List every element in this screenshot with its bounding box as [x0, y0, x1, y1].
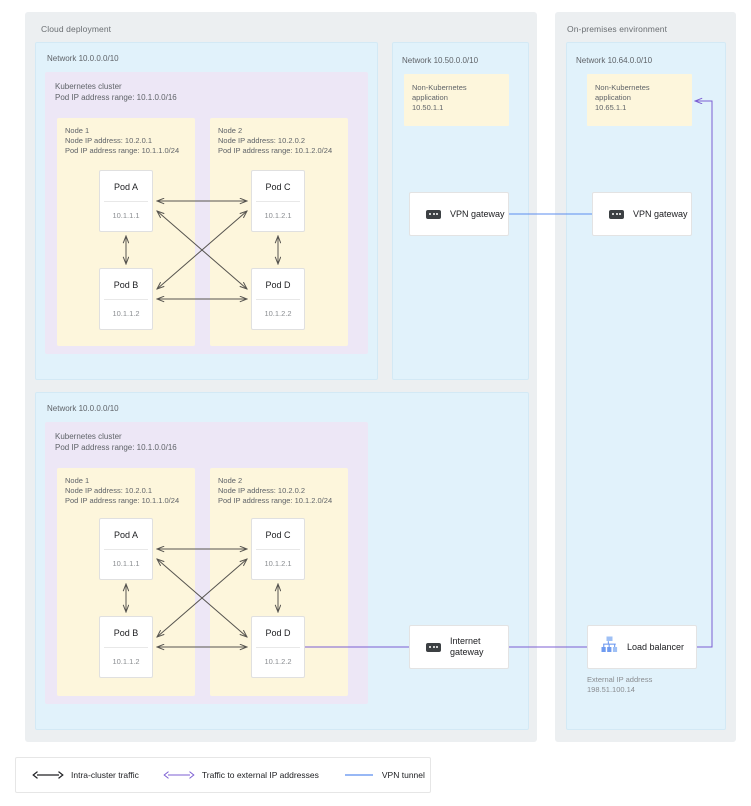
pod-c-ip: 10.1.2.1 — [264, 211, 292, 220]
pod-divider — [256, 299, 300, 300]
load-balancer-external-ip: External IP address 198.51.100.14 — [587, 675, 652, 695]
internet-gateway-label-line1: Internet — [450, 636, 481, 646]
cluster-title: Kubernetes cluster — [55, 82, 122, 91]
internet-gateway-icon — [426, 642, 441, 652]
pod-divider — [104, 299, 148, 300]
pod-c-title: Pod C — [265, 182, 291, 192]
app-line-1: Non-Kubernetes — [595, 83, 650, 92]
pod-a-top[interactable]: Pod A 10.1.1.1 — [99, 170, 153, 232]
pod-b-title: Pod B — [113, 280, 139, 290]
pod-divider — [104, 549, 148, 550]
external-ip-label: External IP address — [587, 675, 653, 684]
legend-item-vpn-tunnel: VPN tunnel — [343, 770, 425, 780]
node-2-pod-range: Pod IP address range: 10.1.2.0/24 — [218, 496, 333, 505]
pod-d-bottom[interactable]: Pod D 10.1.2.2 — [251, 616, 305, 678]
node-1-pod-range: Pod IP address range: 10.1.1.0/24 — [65, 496, 180, 505]
pod-d-ip: 10.1.2.2 — [264, 657, 292, 666]
node-1-ip: Node IP address: 10.2.0.1 — [65, 136, 153, 145]
node-1-label-top: Node 1 Node IP address: 10.2.0.1 Pod IP … — [65, 126, 179, 156]
vpn-gateway-onprem[interactable]: VPN gateway — [592, 192, 692, 236]
cluster-label-top: Kubernetes cluster Pod IP address range:… — [55, 82, 177, 103]
pod-c-bottom[interactable]: Pod C 10.1.2.1 — [251, 518, 305, 580]
load-balancer[interactable]: Load balancer — [587, 625, 697, 669]
vpn-gateway-cloud[interactable]: VPN gateway — [409, 192, 509, 236]
app-line-3: 10.65.1.1 — [595, 103, 627, 112]
external-ip-value: 198.51.100.14 — [587, 685, 635, 694]
pod-a-bottom[interactable]: Pod A 10.1.1.1 — [99, 518, 153, 580]
non-kubernetes-application-cloud: Non-Kubernetes application 10.50.1.1 — [404, 74, 509, 126]
legend-item-external-traffic: Traffic to external IP addresses — [163, 770, 319, 780]
legend-vpn-tunnel-line-icon — [344, 774, 373, 776]
node-2-title: Node 2 — [218, 126, 243, 135]
pod-c-ip: 10.1.2.1 — [264, 559, 292, 568]
node-2-label-bottom: Node 2 Node IP address: 10.2.0.2 Pod IP … — [218, 476, 332, 506]
pod-c-title: Pod C — [265, 530, 291, 540]
legend-external-traffic-arrow-icon — [163, 771, 195, 779]
pod-divider — [256, 549, 300, 550]
pod-b-ip: 10.1.1.2 — [112, 657, 140, 666]
pod-a-ip: 10.1.1.1 — [112, 559, 140, 568]
legend-intra-cluster-arrow-icon — [32, 771, 64, 779]
internet-gateway-label-line2: gateway — [450, 647, 484, 657]
node-1-pod-range: Pod IP address range: 10.1.1.0/24 — [65, 146, 180, 155]
load-balancer-icon — [601, 636, 618, 658]
pod-b-ip: 10.1.1.2 — [112, 309, 140, 318]
pod-d-ip: 10.1.2.2 — [264, 309, 292, 318]
vpn-gateway-icon — [609, 209, 624, 219]
node-2-pod-range: Pod IP address range: 10.1.2.0/24 — [218, 146, 333, 155]
network-label-cloud-top: Network 10.0.0.0/10 — [47, 54, 119, 63]
load-balancer-label: Load balancer — [627, 641, 685, 652]
internet-gateway-label: Internet gateway — [450, 636, 484, 658]
node-2-label-top: Node 2 Node IP address: 10.2.0.2 Pod IP … — [218, 126, 332, 156]
legend-item-intra-cluster: Intra-cluster traffic — [32, 770, 139, 780]
pod-a-ip: 10.1.1.1 — [112, 211, 140, 220]
vpn-gateway-icon — [426, 209, 441, 219]
cluster-title: Kubernetes cluster — [55, 432, 122, 441]
legend-label-vpn-tunnel: VPN tunnel — [381, 770, 425, 780]
on-premises-label: On-premises environment — [567, 24, 668, 34]
cluster-pod-range: Pod IP address range: 10.1.0.0/16 — [55, 92, 177, 102]
node-2-title: Node 2 — [218, 476, 243, 485]
pod-b-bottom[interactable]: Pod B 10.1.1.2 — [99, 616, 153, 678]
pod-d-title: Pod D — [265, 280, 291, 290]
pod-d-title: Pod D — [265, 628, 291, 638]
pod-b-title: Pod B — [113, 628, 139, 638]
pod-c-top[interactable]: Pod C 10.1.2.1 — [251, 170, 305, 232]
pod-b-top[interactable]: Pod B 10.1.1.2 — [99, 268, 153, 330]
node-1-label-bottom: Node 1 Node IP address: 10.2.0.1 Pod IP … — [65, 476, 179, 506]
cluster-label-bottom: Kubernetes cluster Pod IP address range:… — [55, 432, 177, 453]
legend-label-intra-cluster: Intra-cluster traffic — [71, 770, 139, 780]
cluster-pod-range: Pod IP address range: 10.1.0.0/16 — [55, 442, 177, 452]
pod-divider — [104, 201, 148, 202]
pod-a-title: Pod A — [113, 182, 139, 192]
pod-divider — [104, 647, 148, 648]
app-line-2: application — [595, 93, 631, 102]
vpn-gateway-cloud-label: VPN gateway — [450, 208, 505, 219]
pod-divider — [256, 201, 300, 202]
node-1-ip: Node IP address: 10.2.0.1 — [65, 486, 153, 495]
pod-d-top[interactable]: Pod D 10.1.2.2 — [251, 268, 305, 330]
app-line-2: application — [412, 93, 448, 102]
network-label-onprem: Network 10.64.0.0/10 — [576, 56, 653, 65]
node-1-title: Node 1 — [65, 476, 90, 485]
network-label-cloud-right: Network 10.50.0.0/10 — [402, 56, 479, 65]
app-line-1: Non-Kubernetes — [412, 83, 467, 92]
legend-label-external-traffic: Traffic to external IP addresses — [201, 770, 319, 780]
pod-divider — [256, 647, 300, 648]
node-2-ip: Node IP address: 10.2.0.2 — [218, 136, 306, 145]
non-kubernetes-application-onprem: Non-Kubernetes application 10.65.1.1 — [587, 74, 692, 126]
vpn-gateway-onprem-label: VPN gateway — [633, 208, 688, 219]
cloud-deployment-label: Cloud deployment — [41, 24, 112, 34]
legend: Intra-cluster traffic Traffic to externa… — [15, 757, 431, 793]
node-1-title: Node 1 — [65, 126, 90, 135]
node-2-ip: Node IP address: 10.2.0.2 — [218, 486, 306, 495]
pod-a-title: Pod A — [113, 530, 139, 540]
internet-gateway[interactable]: Internet gateway — [409, 625, 509, 669]
app-line-3: 10.50.1.1 — [412, 103, 444, 112]
network-label-cloud-bottom: Network 10.0.0.0/10 — [47, 404, 119, 413]
